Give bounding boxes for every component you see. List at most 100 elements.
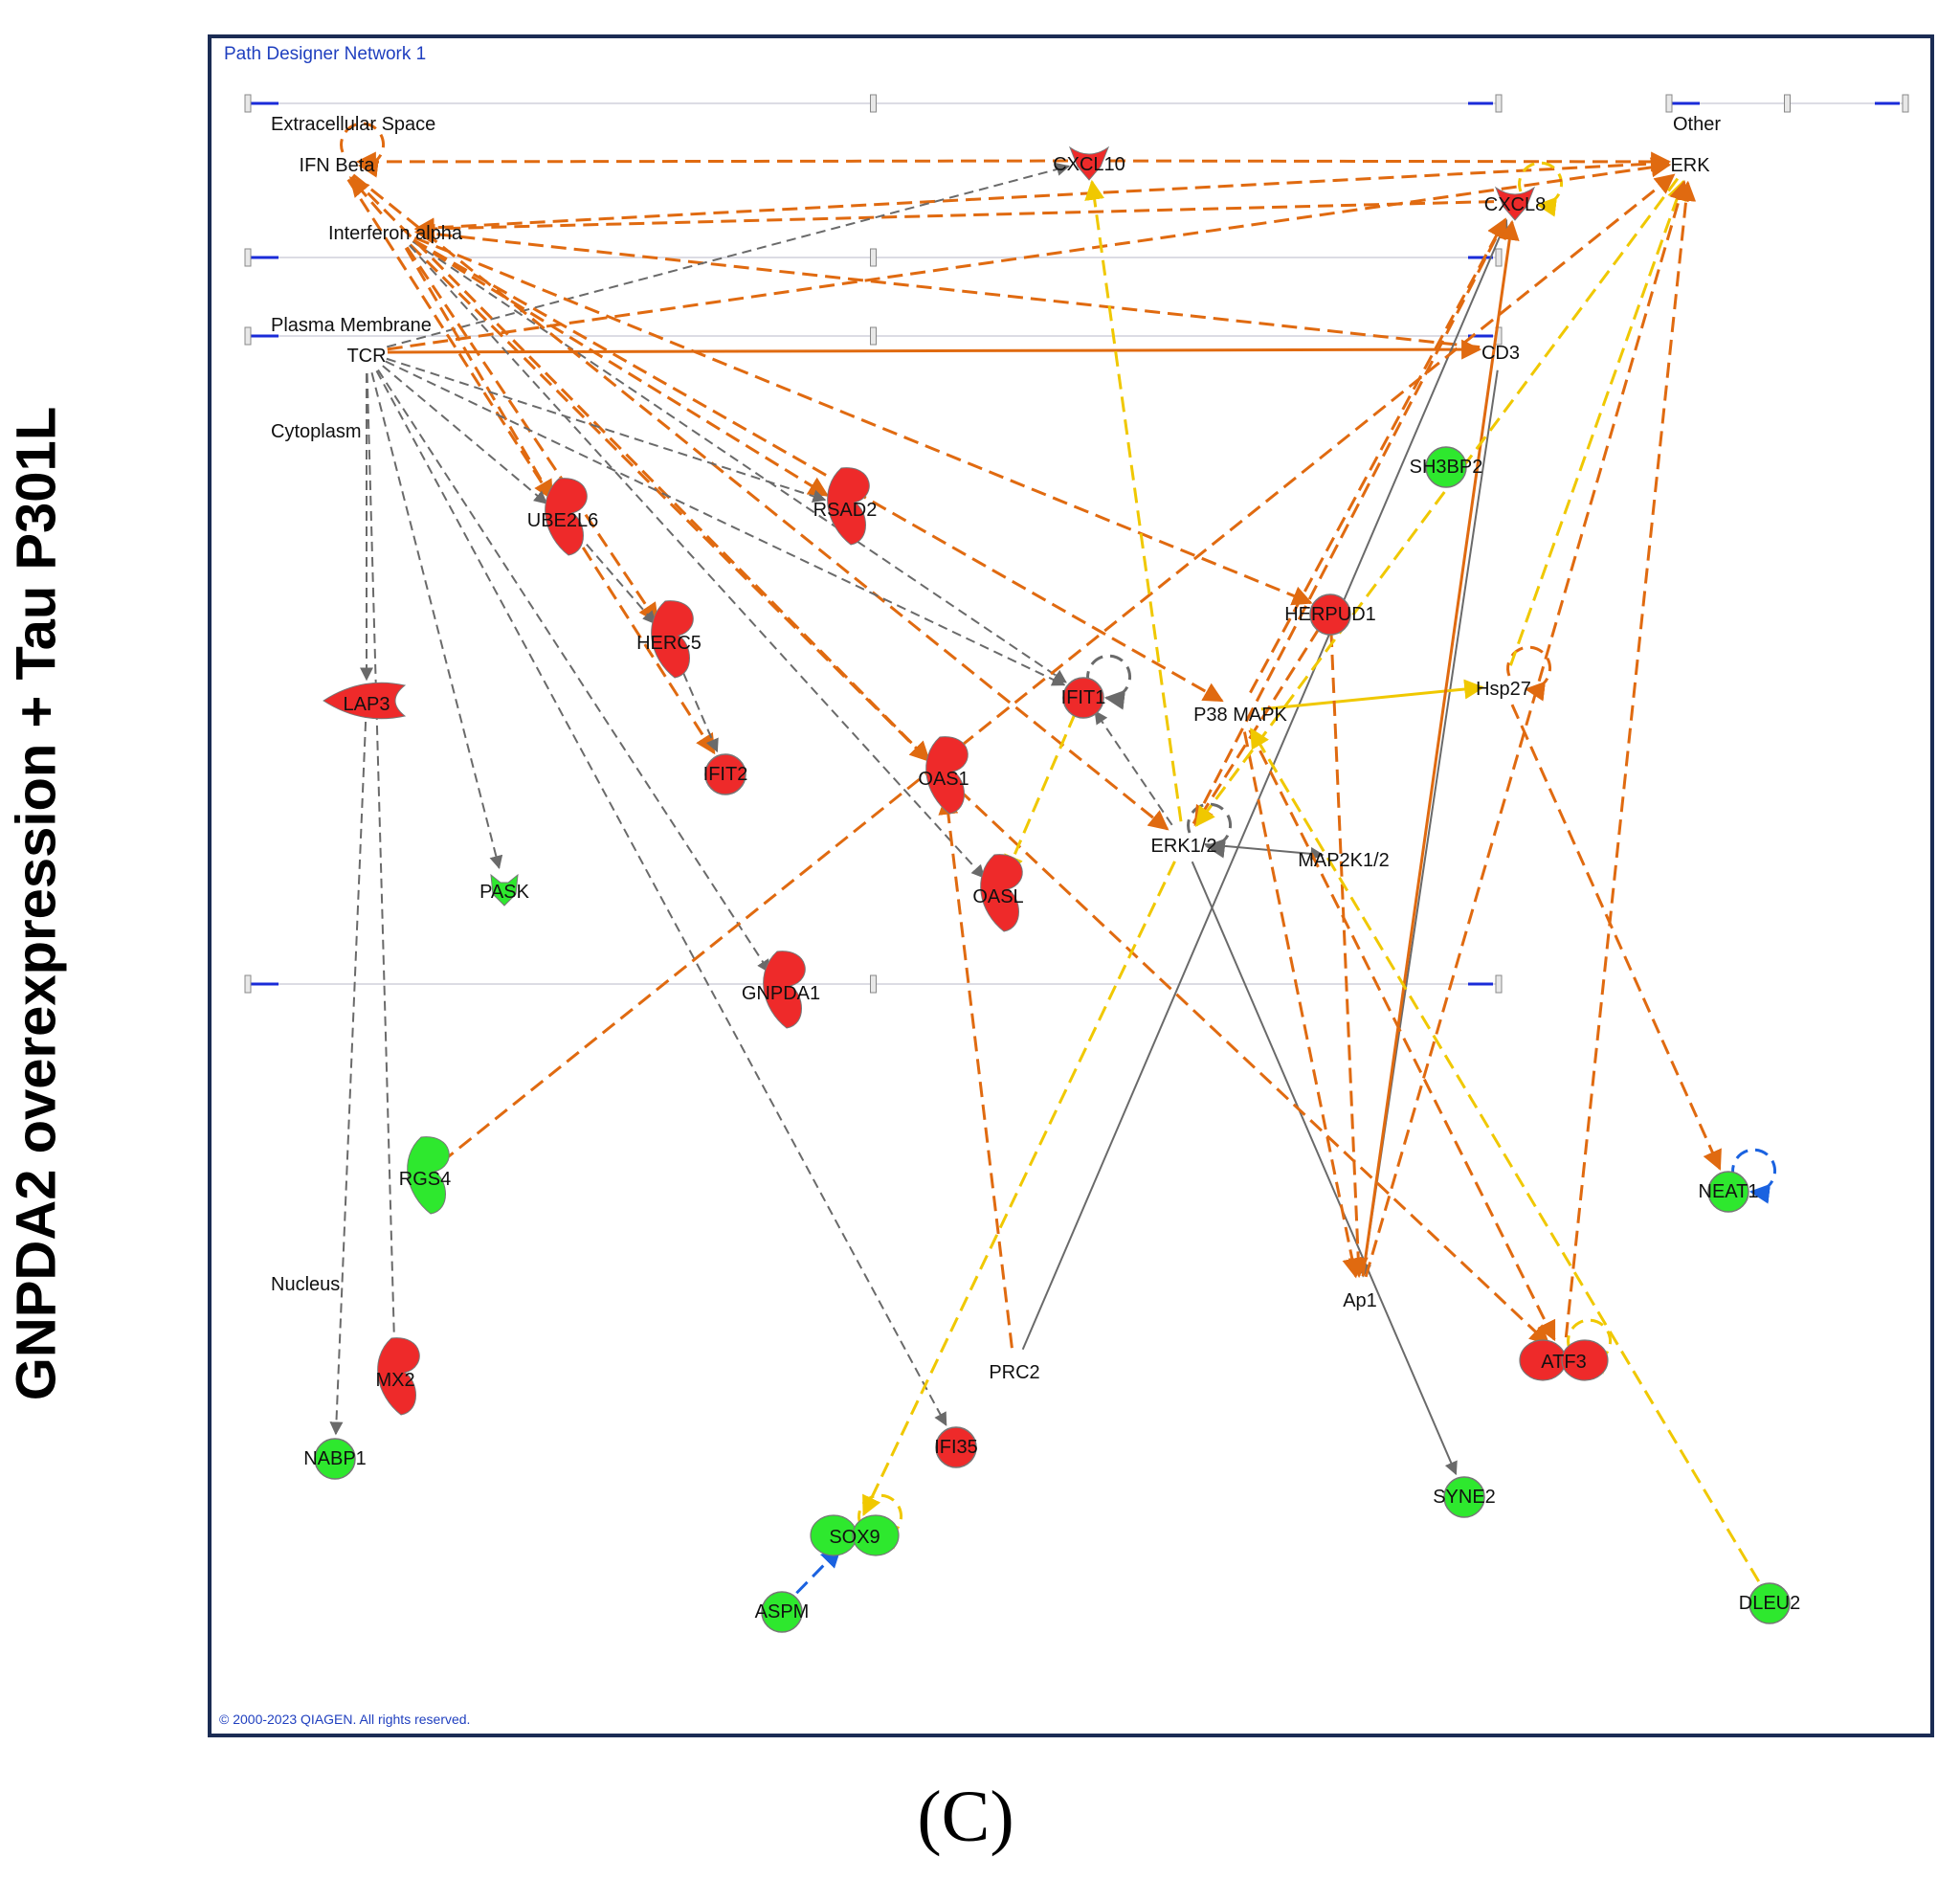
node-neat1-label: NEAT1 (1699, 1181, 1759, 1202)
node-gnpda1[interactable]: GNPDA1 (742, 951, 820, 1029)
edge-cxcl8-self (1518, 161, 1564, 217)
edge-ifna-ifnb (348, 176, 383, 215)
node-gnpda1-enzyme-shape (763, 951, 806, 1029)
node-syne2-label: SYNE2 (1433, 1487, 1496, 1508)
side-title-text: GNPDA2 overexpression + Tau P301L (5, 406, 68, 1401)
node-sox9[interactable]: SOX9 (810, 1514, 900, 1556)
node-cd3[interactable]: CD3 (1481, 343, 1520, 364)
node-hsp27[interactable]: Hsp27 (1476, 679, 1531, 700)
node-ifit2-label: IFIT2 (703, 764, 748, 785)
edge-rgs4-erk (440, 173, 1676, 1164)
node-ifit2[interactable]: IFIT2 (703, 753, 748, 795)
node-rsad2[interactable]: RSAD2 (813, 467, 878, 546)
edge-ifna-ifit1 (412, 240, 1067, 683)
edge-tcr-gnpda1 (377, 369, 770, 974)
node-pask[interactable]: PASK (479, 873, 530, 906)
node-herpud1[interactable]: HERPUD1 (1284, 593, 1376, 636)
region-label-layer: Extracellular Space Plasma Membrane Cyto… (271, 114, 1721, 1295)
region-label-nucleus: Nucleus (271, 1274, 340, 1295)
node-neat1[interactable]: NEAT1 (1699, 1171, 1759, 1213)
region-label-cytoplasm: Cytoplasm (271, 421, 361, 442)
edge-dleu2-p38 (1249, 727, 1761, 1582)
node-ifnb[interactable]: IFN Beta (300, 155, 376, 176)
node-map2k12[interactable]: MAP2K1/2 (1298, 850, 1390, 871)
region-label-extracellular: Extracellular Space (271, 114, 435, 135)
node-ifi35[interactable]: IFI35 (934, 1426, 978, 1468)
node-rgs4-label: RGS4 (399, 1169, 451, 1190)
node-p38[interactable]: P38 MAPK (1193, 705, 1287, 726)
region-band-grip (1495, 94, 1503, 113)
edge-ifit1-oasl (1004, 712, 1077, 876)
edge-herpud1-ap1 (1329, 631, 1369, 1279)
node-ap1[interactable]: Ap1 (1343, 1290, 1377, 1311)
node-erk12[interactable]: ERK1/2 (1151, 836, 1217, 857)
node-aspm[interactable]: ASPM (755, 1591, 810, 1633)
region-bands (244, 94, 1909, 994)
node-dleu2[interactable]: DLEU2 (1739, 1582, 1800, 1624)
edge-layer (329, 122, 1777, 1595)
node-pask-kinase-shape (490, 873, 519, 906)
node-ube2l6-label: UBE2L6 (527, 510, 599, 531)
node-cxcl8[interactable]: CXCL8 (1484, 186, 1546, 221)
edge-herpud1-erk12 (1193, 627, 1321, 827)
node-ifna[interactable]: Interferon alpha (328, 223, 463, 244)
node-dleu2-circle-shape (1748, 1582, 1791, 1624)
edge-cd3-ifna (413, 223, 1481, 349)
node-ifi35-label: IFI35 (934, 1437, 978, 1458)
edge-p38-atf3 (1248, 729, 1556, 1342)
node-lap3[interactable]: LAP3 (323, 682, 407, 720)
node-rgs4[interactable]: RGS4 (399, 1136, 451, 1215)
node-oasl-enzyme-shape (980, 854, 1023, 932)
node-nabp1-circle-shape (314, 1438, 356, 1480)
node-sox9-tf-shape (810, 1514, 900, 1556)
edge-hsp27-self (1506, 645, 1552, 702)
node-sh3bp2[interactable]: SH3BP2 (1410, 446, 1483, 488)
edge-erk12-map2k12 (1204, 842, 1325, 861)
edge-ube2l6-herc5 (575, 531, 657, 625)
edge-cxcl10-erk (1109, 151, 1672, 172)
node-nabp1[interactable]: NABP1 (303, 1438, 367, 1480)
node-atf3[interactable]: ATF3 (1519, 1339, 1609, 1381)
node-cxcl10-label: CXCL10 (1053, 154, 1125, 175)
node-neat1-circle-shape (1707, 1171, 1749, 1213)
node-erk[interactable]: ERK (1670, 155, 1710, 176)
node-ifna-label: Interferon alpha (328, 223, 463, 244)
node-oasl-label: OASL (972, 886, 1023, 907)
node-atf3-label: ATF3 (1541, 1352, 1586, 1373)
node-tcr-label: TCR (346, 346, 386, 367)
node-syne2[interactable]: SYNE2 (1433, 1476, 1496, 1518)
edge-atf3-erk (1564, 180, 1697, 1338)
node-mx2[interactable]: MX2 (375, 1337, 420, 1416)
node-cd3-label: CD3 (1481, 343, 1520, 364)
node-herc5[interactable]: HERC5 (636, 600, 702, 679)
node-oas1[interactable]: OAS1 (918, 736, 969, 815)
node-ube2l6[interactable]: UBE2L6 (527, 478, 599, 556)
node-herc5-label: HERC5 (636, 633, 702, 654)
node-mx2-enzyme-shape (377, 1337, 420, 1416)
node-tcr[interactable]: TCR (346, 346, 386, 367)
node-rsad2-enzyme-shape (827, 467, 870, 546)
node-rgs4-enzyme-shape (407, 1136, 450, 1215)
node-aspm-circle-shape (761, 1591, 803, 1633)
edge-p38-ap1 (1242, 731, 1363, 1279)
node-cxcl10-cytokine-shape (1068, 145, 1110, 181)
node-herpud1-label: HERPUD1 (1284, 604, 1376, 625)
node-herpud1-circle-shape (1309, 593, 1351, 636)
edge-lap3-nabp1 (329, 721, 368, 1436)
edge-erk12-cxcl10 (1084, 179, 1183, 822)
node-sh3bp2-label: SH3BP2 (1410, 457, 1483, 478)
node-ifit1[interactable]: IFIT1 (1061, 677, 1106, 719)
node-oasl[interactable]: OASL (972, 854, 1024, 932)
node-ifit1-label: IFIT1 (1061, 687, 1106, 708)
edge-ifna-oasl (409, 244, 986, 879)
edge-tcr-mx2 (366, 372, 402, 1357)
edge-tcr-ube2l6 (382, 365, 548, 504)
node-ifi35-circle-shape (935, 1426, 977, 1468)
node-cxcl10[interactable]: CXCL10 (1053, 145, 1125, 181)
node-oas1-enzyme-shape (925, 736, 969, 815)
edge-erk12-cxcl8 (1192, 217, 1507, 825)
edge-tcr-cxcl10 (387, 163, 1071, 348)
edge-cxcl10-ifnb (355, 151, 1069, 172)
node-prc2[interactable]: PRC2 (989, 1362, 1039, 1383)
